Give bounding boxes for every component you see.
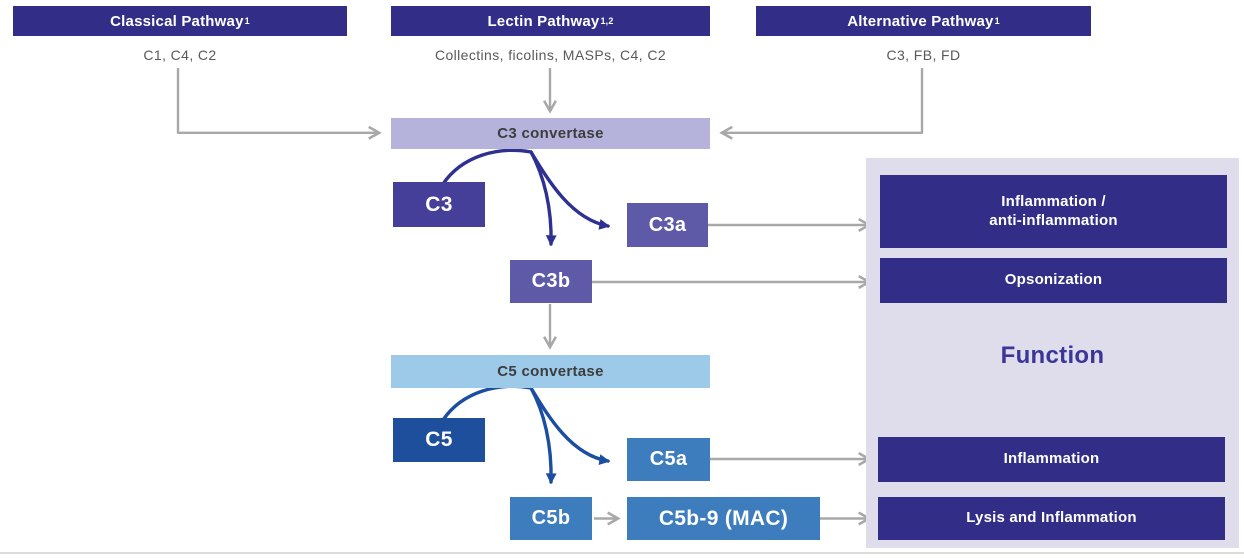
arrow-alternative-to-c3-convertase <box>723 68 924 133</box>
function-panel: Inflammation / anti-inflammation Opsoniz… <box>866 158 1239 548</box>
pathway-label: Classical Pathway <box>110 12 244 30</box>
curve-convertase-to-c3b <box>529 150 557 247</box>
node-c3b: C3b <box>510 260 592 303</box>
node-c3: C3 <box>393 182 485 227</box>
bottom-divider <box>0 552 1244 554</box>
function-box-line: Inflammation / <box>1001 192 1106 210</box>
c5-convertase-bar: C5 convertase <box>391 355 710 388</box>
node-c5: C5 <box>393 418 485 462</box>
node-c3a: C3a <box>627 203 708 247</box>
curve-convertase-to-c5b <box>529 386 557 485</box>
arrow-classical-to-c3-convertase <box>176 68 378 133</box>
function-box-inflammation-anti-inflammation: Inflammation / anti-inflammation <box>880 175 1227 248</box>
c3-convertase-bar: C3 convertase <box>391 118 710 149</box>
curve-convertase-to-c3a <box>529 150 611 230</box>
function-panel-title: Function <box>1000 342 1105 369</box>
pathway-label: Alternative Pathway <box>847 12 994 30</box>
function-box-lysis-inflammation: Lysis and Inflammation <box>878 497 1225 540</box>
node-c5a: C5a <box>627 438 710 481</box>
components-lectin: Collectins, ficolins, MASPs, C4, C2 <box>434 47 667 63</box>
curve-c5-to-convertase <box>441 384 533 422</box>
components-alternative: C3, FB, FD <box>886 47 961 63</box>
node-c5b9-mac: C5b-9 (MAC) <box>627 497 820 540</box>
function-box-inflammation: Inflammation <box>878 437 1225 482</box>
pathway-label: Lectin Pathway <box>487 12 600 30</box>
curve-convertase-to-c5a <box>529 386 611 465</box>
curve-c3-to-convertase <box>441 148 533 186</box>
components-classical: C1, C4, C2 <box>143 47 217 63</box>
function-box-line: anti-inflammation <box>989 211 1118 229</box>
function-box-opsonization: Opsonization <box>880 258 1227 303</box>
node-c5b: C5b <box>510 497 592 540</box>
